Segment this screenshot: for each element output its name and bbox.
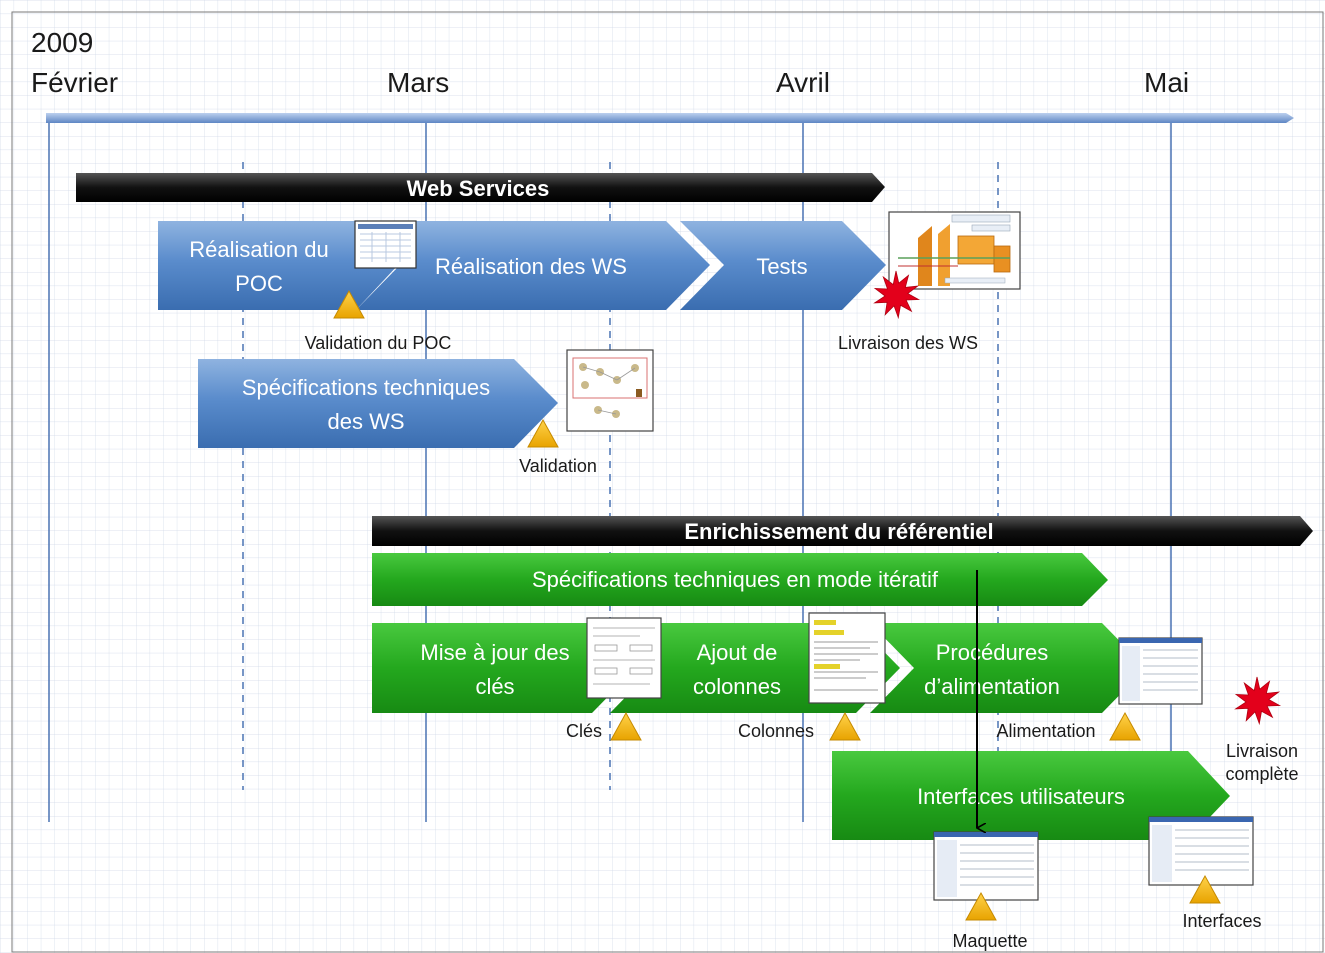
step-poc-line2: POC — [235, 271, 283, 296]
specs-thumbnail — [566, 349, 654, 432]
step-cles-shape — [372, 623, 636, 713]
step-specs-ws-shape — [198, 359, 558, 448]
step-colonnes-line1: Ajout de — [697, 640, 778, 665]
month-label-mar: Mars — [387, 67, 449, 98]
milestone-livraison-complete-label2: complète — [1225, 764, 1298, 784]
milestone-livraison-complete-star-icon — [1234, 676, 1282, 726]
step-tests-shape — [680, 221, 886, 310]
milestone-livraison-ws-label: Livraison des WS — [838, 333, 978, 353]
step-colonnes-line2: colonnes — [693, 674, 781, 699]
milestone-cles-icon — [610, 711, 642, 741]
step-alimentation-line2: d’alimentation — [924, 674, 1060, 699]
milestone-interfaces-icon — [1189, 874, 1221, 904]
frame-border — [11, 11, 1324, 953]
milestone-alimentation-label: Alimentation — [996, 721, 1095, 741]
iterative-specs-label: Spécifications techniques en mode itérat… — [532, 567, 939, 592]
milestone-maquette-icon — [965, 891, 997, 921]
milestone-maquette-label: Maquette — [952, 931, 1027, 951]
step-poc-shape — [158, 221, 398, 310]
milestone-alimentation-icon — [1109, 711, 1141, 741]
step-cles-line1: Mise à jour des — [420, 640, 569, 665]
web-services-header-bar — [76, 173, 885, 202]
month-label-may: Mai — [1144, 67, 1189, 98]
step-poc-line1: Réalisation du — [189, 237, 328, 262]
step-tests-line1: Tests — [756, 254, 807, 279]
cles-thumbnail — [586, 617, 662, 699]
step-alimentation-shape — [870, 623, 1146, 713]
colonnes-thumbnail — [808, 612, 886, 704]
month-label-feb: Février — [31, 67, 118, 98]
step-ws-line1: Réalisation des WS — [435, 254, 627, 279]
step-alimentation-line1: Procédures — [936, 640, 1049, 665]
milestone-validation-poc-label: Validation du POC — [305, 333, 452, 353]
timeline-axis — [46, 113, 1294, 123]
milestone-validation-label: Validation — [519, 456, 597, 476]
milestone-validation-poc-icon — [333, 289, 365, 319]
milestone-interfaces-label: Interfaces — [1182, 911, 1261, 931]
month-label-apr: Avril — [776, 67, 830, 98]
milestone-livraison-complete-label1: Livraison — [1226, 741, 1298, 761]
step-specs-ws-line2: des WS — [327, 409, 404, 434]
milestone-cles-label: Clés — [566, 721, 602, 741]
iterative-specs-bar — [372, 553, 1108, 606]
tests-thumbnail — [888, 211, 1021, 290]
milestone-validation-icon — [527, 418, 559, 448]
maquette-thumbnail — [933, 831, 1039, 901]
milestone-colonnes-icon — [829, 711, 861, 741]
step-cles-line2: clés — [475, 674, 514, 699]
step-ws-shape — [356, 221, 710, 310]
poc-thumbnail — [354, 220, 417, 269]
milestone-livraison-ws-star-icon — [873, 270, 921, 320]
referentiel-header-bar — [372, 516, 1313, 546]
step-interfaces-label: Interfaces utilisateurs — [917, 784, 1125, 809]
milestone-colonnes-label: Colonnes — [738, 721, 814, 741]
step-interfaces-shape — [832, 751, 1230, 840]
referentiel-header: Enrichissement du référentiel — [684, 519, 993, 544]
alimentation-thumbnail — [1118, 637, 1203, 705]
year-label: 2009 — [31, 27, 93, 58]
interfaces-thumbnail — [1148, 816, 1254, 886]
step-specs-ws-line1: Spécifications techniques — [242, 375, 490, 400]
web-services-header: Web Services — [407, 176, 550, 201]
